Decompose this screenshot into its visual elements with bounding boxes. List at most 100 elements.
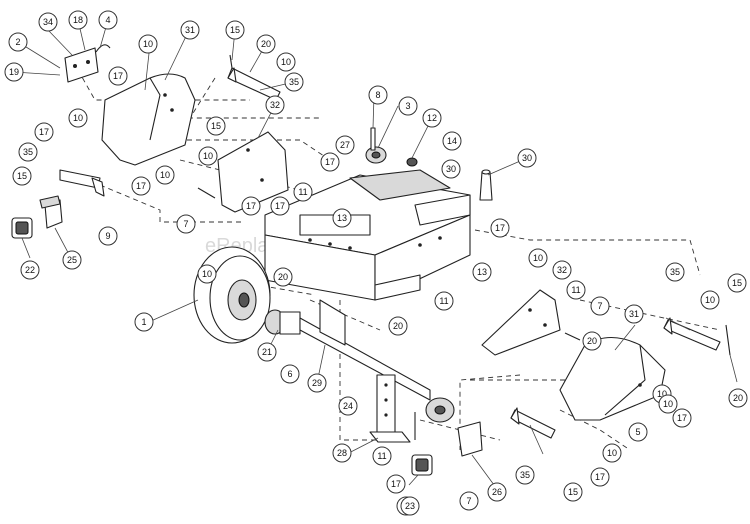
callout-circle [307, 373, 327, 393]
callout-17: 17 [490, 218, 510, 238]
callout-circle [552, 260, 572, 280]
post-part-30 [479, 169, 493, 201]
callout-label: 8 [375, 90, 380, 100]
right-hub [425, 397, 455, 423]
leader-lines [13, 19, 738, 490]
callout-10: 10 [155, 165, 175, 185]
callout-15: 15 [225, 20, 245, 40]
callout-circle [487, 482, 507, 502]
callout-circle [515, 465, 535, 485]
callout-22: 22 [20, 260, 40, 280]
callout-26: 26 [487, 482, 507, 502]
callout-circle [517, 148, 537, 168]
callout-circle [155, 165, 175, 185]
callout-circle [602, 443, 622, 463]
callout-34: 34 [38, 12, 58, 32]
callout-label: 28 [337, 448, 347, 458]
callout-label: 10 [202, 269, 212, 279]
callout-label: 26 [492, 487, 502, 497]
callout-circle [98, 226, 118, 246]
callout-label: 25 [67, 255, 77, 265]
callout-11: 11 [372, 446, 392, 466]
callout-circle [332, 443, 352, 463]
callout-circle [198, 146, 218, 166]
callout-label: 31 [629, 309, 639, 319]
callout-label: 17 [677, 413, 687, 423]
nut-part-14 [406, 157, 418, 167]
callout-label: 10 [533, 253, 543, 263]
callout-label: 17 [113, 71, 123, 81]
callout-circle [18, 142, 38, 162]
callout-17: 17 [34, 122, 54, 142]
shaft-part-8 [370, 127, 376, 151]
callout-10: 10 [528, 248, 548, 268]
callout-32: 32 [552, 260, 572, 280]
callout-circle [273, 267, 293, 287]
callout-20: 20 [582, 331, 602, 351]
callout-circle [386, 474, 406, 494]
lamp-part-23 [411, 454, 433, 476]
callout-35: 35 [284, 72, 304, 92]
callout-label: 30 [522, 153, 532, 163]
callout-label: 10 [607, 448, 617, 458]
callout-circle [180, 20, 200, 40]
callout-10: 10 [276, 52, 296, 72]
callout-13: 13 [472, 262, 492, 282]
callout-3: 3 [398, 96, 418, 116]
callout-circle [225, 20, 245, 40]
pulley-part-3 [365, 146, 387, 164]
callout-circle [372, 446, 392, 466]
callout-4: 4 [98, 10, 118, 30]
callout-circle [12, 166, 32, 186]
callout-35: 35 [18, 142, 38, 162]
callout-label: 32 [270, 100, 280, 110]
bracket-part-34 [64, 44, 111, 83]
callout-circle [68, 108, 88, 128]
callout-label: 13 [337, 213, 347, 223]
callout-circle [490, 218, 510, 238]
callout-11: 11 [434, 291, 454, 311]
callout-label: 15 [17, 171, 27, 181]
callout-circle [256, 34, 276, 54]
callout-label: 10 [143, 39, 153, 49]
callout-30: 30 [441, 159, 461, 179]
callout-6: 6 [280, 364, 300, 384]
lamp-part-22 [11, 217, 33, 239]
callout-18: 18 [68, 10, 88, 30]
callout-10: 10 [68, 108, 88, 128]
callout-circle [320, 152, 340, 172]
callout-circle [338, 396, 358, 416]
callout-circle [280, 364, 300, 384]
callout-circle [628, 422, 648, 442]
callout-circle [176, 214, 196, 234]
callout-circle [284, 72, 304, 92]
callout-circle [206, 116, 226, 136]
callout-label: 11 [377, 451, 386, 461]
callout-label: 10 [73, 113, 83, 123]
callout-29: 29 [307, 373, 327, 393]
callout-17: 17 [241, 196, 261, 216]
callout-20: 20 [388, 316, 408, 336]
callout-5: 5 [628, 422, 648, 442]
callout-32: 32 [265, 95, 285, 115]
main-frame [264, 169, 471, 301]
callout-circle [197, 264, 217, 284]
callout-10: 10 [138, 34, 158, 54]
callout-circle [566, 280, 586, 300]
callout-circle [590, 296, 610, 316]
callout-17: 17 [108, 66, 128, 86]
callout-circle [276, 52, 296, 72]
callout-circle [293, 182, 313, 202]
callout-label: 27 [340, 140, 350, 150]
callout-label: 20 [733, 393, 743, 403]
side-panel-part-32-left [217, 131, 289, 213]
axle-part-29 [299, 299, 431, 401]
bracket-part-35-lower [510, 407, 556, 439]
callout-15: 15 [727, 273, 747, 293]
callout-label: 15 [568, 487, 578, 497]
callout-label: 2 [15, 37, 20, 47]
callout-label: 10 [203, 151, 213, 161]
callout-circle [241, 196, 261, 216]
right-fender-part-31 [559, 336, 666, 421]
